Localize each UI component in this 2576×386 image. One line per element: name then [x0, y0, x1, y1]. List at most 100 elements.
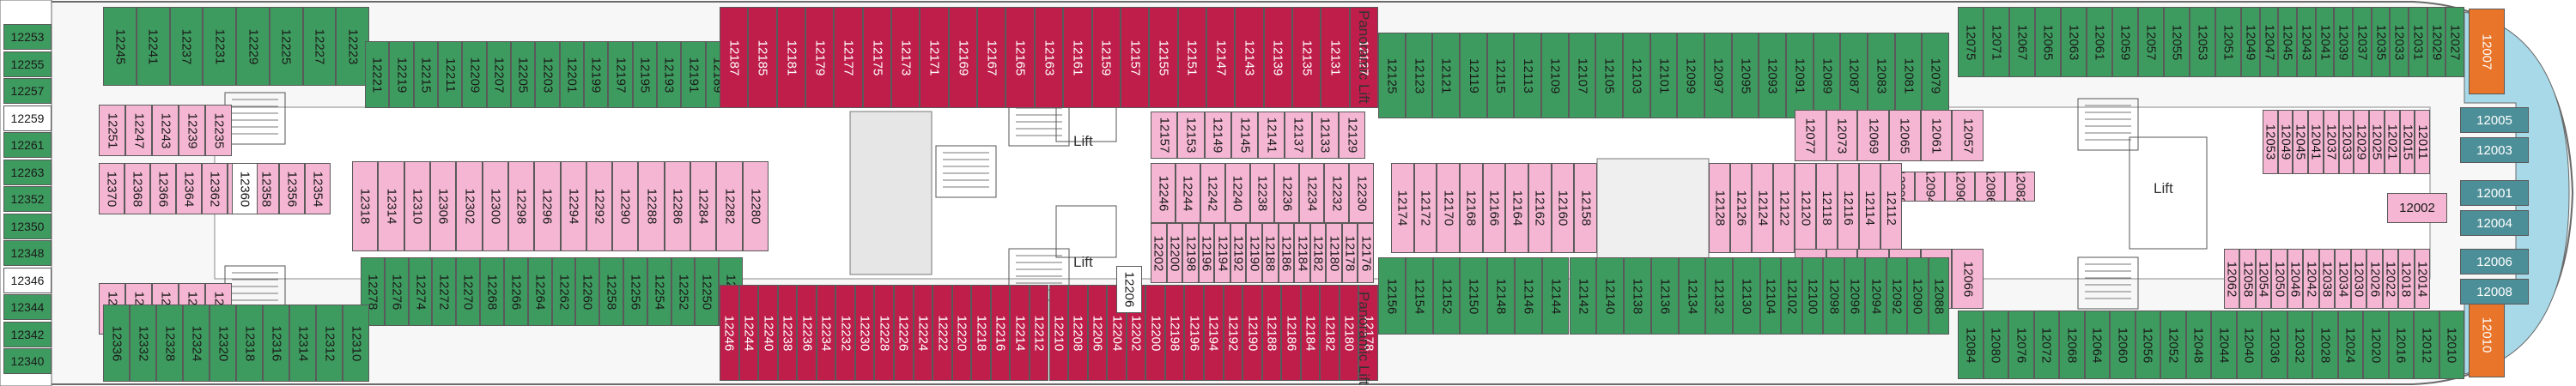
cabin-12166[interactable]: 12166	[1482, 163, 1506, 253]
cabin-12140[interactable]: 12140	[1596, 257, 1625, 335]
cabin-12188[interactable]: 12188	[1261, 285, 1282, 381]
cabin-12051[interactable]: 12051	[2215, 7, 2241, 77]
cabin-12227[interactable]: 12227	[302, 7, 337, 86]
cabin-12083[interactable]: 12083	[1868, 33, 1895, 118]
cabin-12300[interactable]: 12300	[482, 161, 508, 251]
cabin-12203[interactable]: 12203	[535, 41, 560, 108]
cabin-12179[interactable]: 12179	[805, 7, 835, 108]
cabin-12045[interactable]: 12045	[2278, 7, 2297, 77]
cabin-12282[interactable]: 12282	[716, 161, 743, 251]
cabin-12197[interactable]: 12197	[608, 41, 633, 108]
cabin-12254[interactable]: 12254	[647, 257, 671, 326]
cabin-12065[interactable]: 12065	[1889, 110, 1921, 161]
cabin-12155[interactable]: 12155	[1149, 7, 1178, 108]
cabin-12332[interactable]: 12332	[130, 305, 156, 382]
cabin-12126[interactable]: 12126	[1730, 163, 1752, 253]
cabin-12226[interactable]: 12226	[894, 285, 914, 381]
cabin-12128[interactable]: 12128	[1709, 163, 1730, 253]
cabin-12310[interactable]: 12310	[343, 305, 369, 382]
cabin-12348[interactable]: 12348	[3, 240, 52, 266]
cabin-12109[interactable]: 12109	[1541, 33, 1569, 118]
cabin-12294[interactable]: 12294	[560, 161, 586, 251]
cabin-12231[interactable]: 12231	[203, 7, 236, 86]
cabin-12024[interactable]: 12024	[2337, 311, 2363, 379]
cabin-12133[interactable]: 12133	[1311, 112, 1339, 159]
cabin-12209[interactable]: 12209	[462, 41, 487, 108]
cabin-12182[interactable]: 12182	[1320, 285, 1340, 381]
cabin-12161[interactable]: 12161	[1063, 7, 1092, 108]
cabin-12178[interactable]: 12178	[1358, 285, 1378, 381]
cabin-12336[interactable]: 12336	[103, 305, 130, 382]
cabin-12091[interactable]: 12091	[1786, 33, 1814, 118]
cabin-12104[interactable]: 12104	[1760, 257, 1782, 335]
cabin-12242[interactable]: 12242	[1200, 163, 1225, 223]
cabin-12247[interactable]: 12247	[125, 105, 152, 156]
cabin-12122[interactable]: 12122	[1773, 163, 1795, 253]
cabin-12044[interactable]: 12044	[2211, 311, 2237, 379]
cabin-12118[interactable]: 12118	[1816, 163, 1838, 253]
cabin-12246[interactable]: 12246	[1151, 163, 1176, 223]
cabin-12148[interactable]: 12148	[1487, 257, 1515, 335]
cabin-12066[interactable]: 12066	[1952, 249, 1984, 309]
cabin-12243[interactable]: 12243	[152, 105, 179, 156]
cabin-12135[interactable]: 12135	[1291, 7, 1321, 108]
cabin-12113[interactable]: 12113	[1514, 33, 1541, 118]
cabin-12132[interactable]: 12132	[1705, 257, 1734, 335]
cabin-12219[interactable]: 12219	[389, 41, 414, 108]
cabin-12107[interactable]: 12107	[1568, 33, 1596, 118]
cabin-12150[interactable]: 12150	[1460, 257, 1488, 335]
cabin-12075[interactable]: 12075	[1958, 7, 1984, 77]
cabin-12340[interactable]: 12340	[3, 348, 52, 374]
cabin-12192[interactable]: 12192	[1230, 223, 1247, 283]
cabin-12286[interactable]: 12286	[664, 161, 691, 251]
cabin-12052[interactable]: 12052	[2160, 311, 2186, 379]
cabin-12127[interactable]: 12127	[1349, 7, 1378, 108]
cabin-12352[interactable]: 12352	[3, 186, 52, 212]
cabin-12194[interactable]: 12194	[1214, 223, 1230, 283]
cabin-12121[interactable]: 12121	[1432, 33, 1460, 118]
cabin-12018[interactable]: 12018	[2398, 249, 2415, 309]
cabin-12062[interactable]: 12062	[2224, 249, 2240, 309]
cabin-12157[interactable]: 12157	[1151, 112, 1178, 159]
cabin-12250[interactable]: 12250	[695, 257, 720, 326]
cabin-12041[interactable]: 12041	[2308, 110, 2324, 174]
cabin-12180[interactable]: 12180	[1339, 285, 1359, 381]
cabin-12238[interactable]: 12238	[777, 285, 798, 381]
cabin-12073[interactable]: 12073	[1826, 110, 1858, 161]
cabin-12050[interactable]: 12050	[2271, 249, 2287, 309]
cabin-12125[interactable]: 12125	[1378, 33, 1406, 118]
cabin-12151[interactable]: 12151	[1177, 7, 1206, 108]
cabin-12221[interactable]: 12221	[365, 41, 390, 108]
cabin-12188[interactable]: 12188	[1262, 223, 1279, 283]
cabin-12212[interactable]: 12212	[1029, 285, 1049, 381]
cabin-12077[interactable]: 12077	[1795, 110, 1826, 161]
cabin-12175[interactable]: 12175	[862, 7, 892, 108]
cabin-12005[interactable]: 12005	[2460, 107, 2529, 133]
cabin-12063[interactable]: 12063	[2061, 7, 2087, 77]
cabin-12038[interactable]: 12038	[2318, 249, 2336, 309]
cabin-12048[interactable]: 12048	[2185, 311, 2211, 379]
cabin-12306[interactable]: 12306	[429, 161, 457, 251]
cabin-12259[interactable]: 12259	[3, 105, 52, 131]
cabin-12192[interactable]: 12192	[1223, 285, 1243, 381]
cabin-12082[interactable]: 12082	[2005, 172, 2035, 202]
cabin-12244[interactable]: 12244	[1175, 163, 1200, 223]
cabin-12292[interactable]: 12292	[586, 161, 613, 251]
cabin-12098[interactable]: 12098	[1823, 257, 1844, 335]
cabin-12164[interactable]: 12164	[1505, 163, 1528, 253]
cabin-12093[interactable]: 12093	[1759, 33, 1786, 118]
cabin-12053[interactable]: 12053	[2263, 110, 2278, 174]
cabin-12169[interactable]: 12169	[948, 7, 978, 108]
cabin-12031[interactable]: 12031	[2409, 7, 2427, 77]
cabin-12320[interactable]: 12320	[210, 305, 236, 382]
cabin-12144[interactable]: 12144	[1541, 257, 1570, 335]
cabin-12182[interactable]: 12182	[1309, 223, 1327, 283]
cabin-12114[interactable]: 12114	[1859, 163, 1880, 253]
cabin-12061[interactable]: 12061	[2087, 7, 2112, 77]
cabin-12039[interactable]: 12039	[2334, 7, 2353, 77]
cabin-12236[interactable]: 12236	[1274, 163, 1300, 223]
cabin-12196[interactable]: 12196	[1184, 285, 1204, 381]
cabin-12284[interactable]: 12284	[690, 161, 717, 251]
cabin-12222[interactable]: 12222	[933, 285, 952, 381]
cabin-12101[interactable]: 12101	[1649, 33, 1678, 118]
